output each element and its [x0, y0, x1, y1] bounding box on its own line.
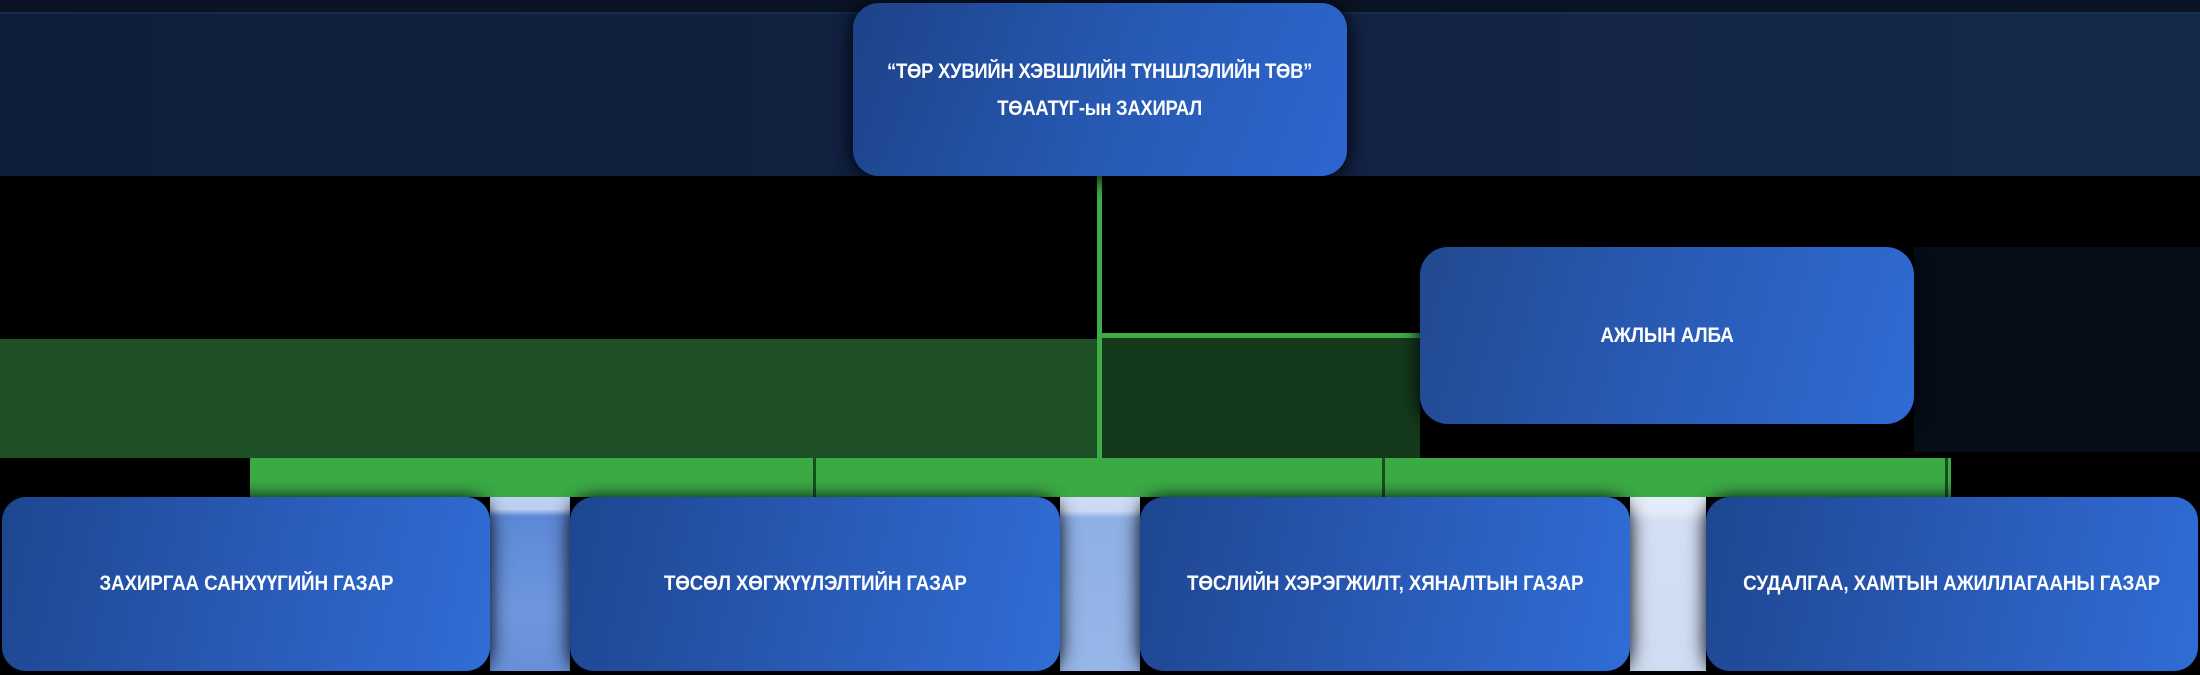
department-box-3: ТӨСЛИЙН ХЭРЭГЖИЛТ, ХЯНАЛТЫН ГАЗАР — [1140, 497, 1630, 671]
department-box-2-label: ТӨСӨЛ ХӨГЖҮҮЛЭЛТИЙН ГАЗАР — [663, 572, 967, 595]
department-box-1: ЗАХИРГАА САНХҮҮГИЙН ГАЗАР — [2, 497, 490, 671]
background-dark-navy-right — [1914, 247, 2200, 452]
staff-box: АЖЛЫН АЛБА — [1420, 247, 1914, 424]
gap-strip-1 — [490, 497, 570, 671]
connector-vertical-line — [1097, 176, 1102, 458]
staff-box-label: АЖЛЫН АЛБА — [1600, 323, 1734, 347]
department-box-4: СУДАЛГАА, ХАМТЫН АЖИЛЛАГААНЫ ГАЗАР — [1706, 497, 2198, 671]
bar-seam-1 — [813, 458, 816, 497]
bar-seam-2 — [1382, 458, 1385, 497]
gap-strip-2 — [1060, 497, 1140, 671]
bar-seam-3 — [1945, 458, 1948, 497]
department-box-3-label: ТӨСЛИЙН ХЭРЭГЖИЛТ, ХЯНАЛТЫН ГАЗАР — [1186, 572, 1584, 595]
department-box-4-label: СУДАЛГАА, ХАМТЫН АЖИЛЛАГААНЫ ГАЗАР — [1743, 572, 2161, 595]
connector-bar — [250, 458, 1951, 497]
background-green-band-left — [0, 339, 1100, 458]
connector-horizontal-line — [1097, 333, 1420, 338]
root-box-title: “ТӨР ХУВИЙН ХЭВШЛИЙН ТҮНШЛЭЛИЙН ТӨВ” ТӨА… — [887, 53, 1312, 127]
gap-strip-3 — [1630, 497, 1706, 671]
department-box-2: ТӨСӨЛ ХӨГЖҮҮЛЭЛТИЙН ГАЗАР — [570, 497, 1060, 671]
background-green-band-right — [1100, 338, 1420, 458]
root-box: “ТӨР ХУВИЙН ХЭВШЛИЙН ТҮНШЛЭЛИЙН ТӨВ” ТӨА… — [853, 3, 1347, 176]
department-box-1-label: ЗАХИРГАА САНХҮҮГИЙН ГАЗАР — [98, 572, 394, 595]
root-box-title-line2: ТӨААТҮГ-ын ЗАХИРАЛ — [997, 96, 1203, 120]
root-box-title-line1: “ТӨР ХУВИЙН ХЭВШЛИЙН ТҮНШЛЭЛИЙН ТӨВ” — [887, 59, 1313, 83]
